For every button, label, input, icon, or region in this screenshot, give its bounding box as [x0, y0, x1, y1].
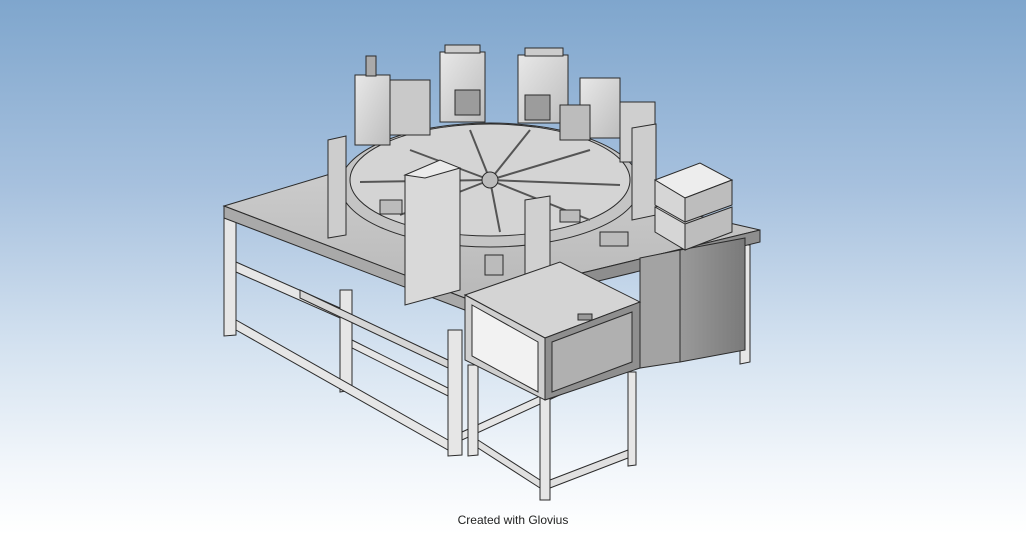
front-enclosure: [463, 261, 642, 501]
watermark-text: Created with Glovius: [457, 513, 569, 527]
station-fixtures: [327, 44, 657, 306]
stacked-boxes: [653, 162, 734, 251]
